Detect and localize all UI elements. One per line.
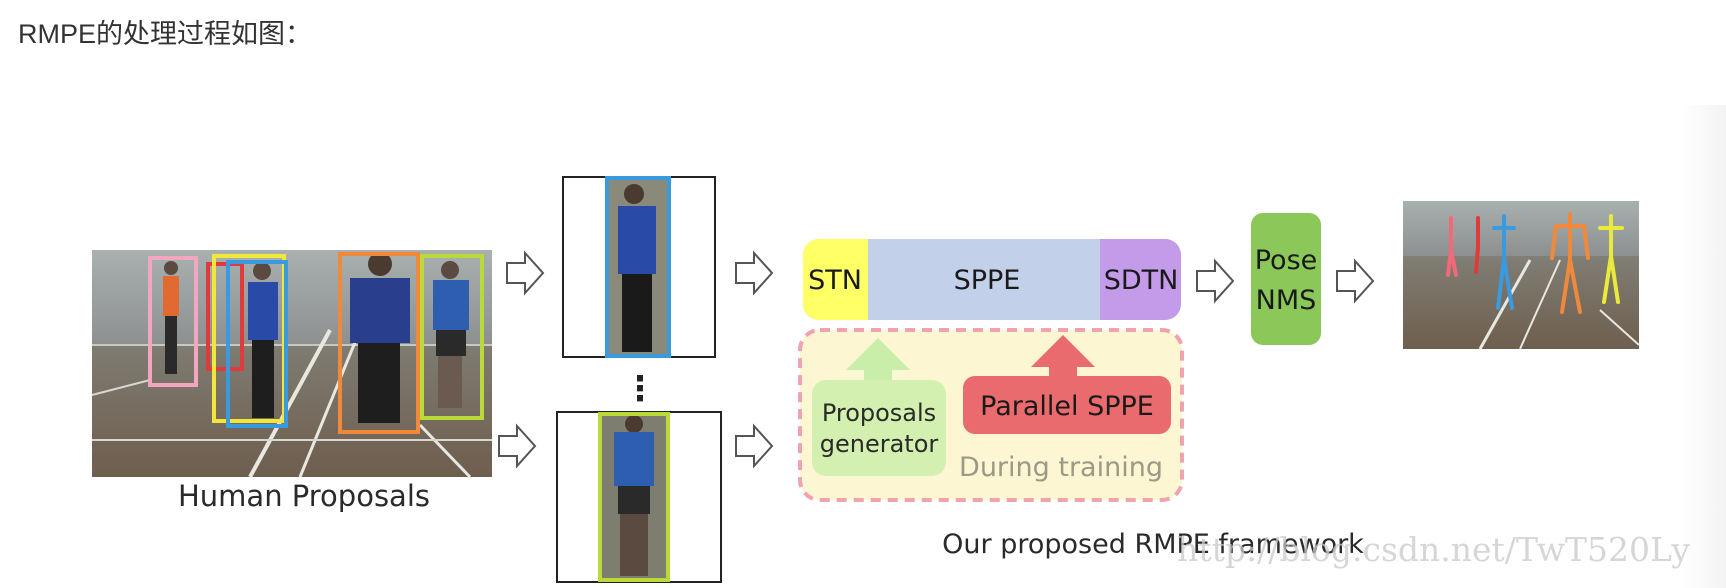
sppe-label: SPPE	[954, 265, 1021, 296]
parallel-sppe-label: Parallel SPPE	[980, 391, 1154, 422]
person-silhouettes	[163, 252, 469, 423]
arrow-icon	[506, 250, 545, 296]
arrow-icon	[1336, 258, 1375, 304]
arrow-icon	[735, 250, 774, 296]
sdtn-block	[1100, 239, 1181, 320]
hollow-arrows	[498, 250, 1375, 469]
intro-text: RMPE的处理过程如图：	[18, 19, 313, 49]
pose-nms-line-1: Pose	[1255, 245, 1318, 276]
arrow-icon	[735, 423, 774, 469]
figure-caption: Our proposed RMPE framework	[942, 529, 1364, 560]
up-arrow-green-icon	[846, 338, 910, 382]
parallel-sppe-box	[963, 376, 1171, 434]
sdtn-label: SDTN	[1104, 265, 1179, 296]
ellipsis-dots: ⋮	[623, 369, 657, 409]
proposal-box-blue	[226, 260, 288, 428]
proposal-box-red	[206, 262, 244, 371]
crop-bottom	[556, 411, 722, 583]
during-training-label: During training	[959, 452, 1163, 483]
watermark: http://blog.csdn.net/TwT520Ly	[1177, 530, 1690, 569]
figure-edge-shadow	[1682, 105, 1726, 588]
crop-top	[562, 176, 716, 358]
proposal-box-pink	[148, 256, 198, 387]
arrow-icon	[1196, 258, 1235, 304]
input-label: Human Proposals	[178, 479, 430, 513]
input-photo	[91, 250, 492, 479]
proposal-box-lime	[420, 254, 484, 420]
arrow-icon	[498, 423, 537, 469]
proposals-generator-line-1: Proposals	[822, 399, 936, 427]
proposals-generator-line-2: generator	[820, 430, 939, 458]
pose-skeletons	[1446, 212, 1624, 314]
pipeline-bar	[803, 239, 1181, 320]
pose-nms-line-2: NMS	[1256, 285, 1317, 316]
training-panel	[798, 328, 1184, 502]
stn-block	[803, 239, 868, 320]
stn-label: STN	[808, 265, 862, 296]
up-arrow-red-icon	[1031, 335, 1095, 379]
output-photo	[1403, 201, 1640, 350]
pose-nms-block	[1251, 213, 1321, 345]
proposal-box-orange	[338, 252, 420, 434]
proposals-generator-box	[812, 380, 946, 476]
